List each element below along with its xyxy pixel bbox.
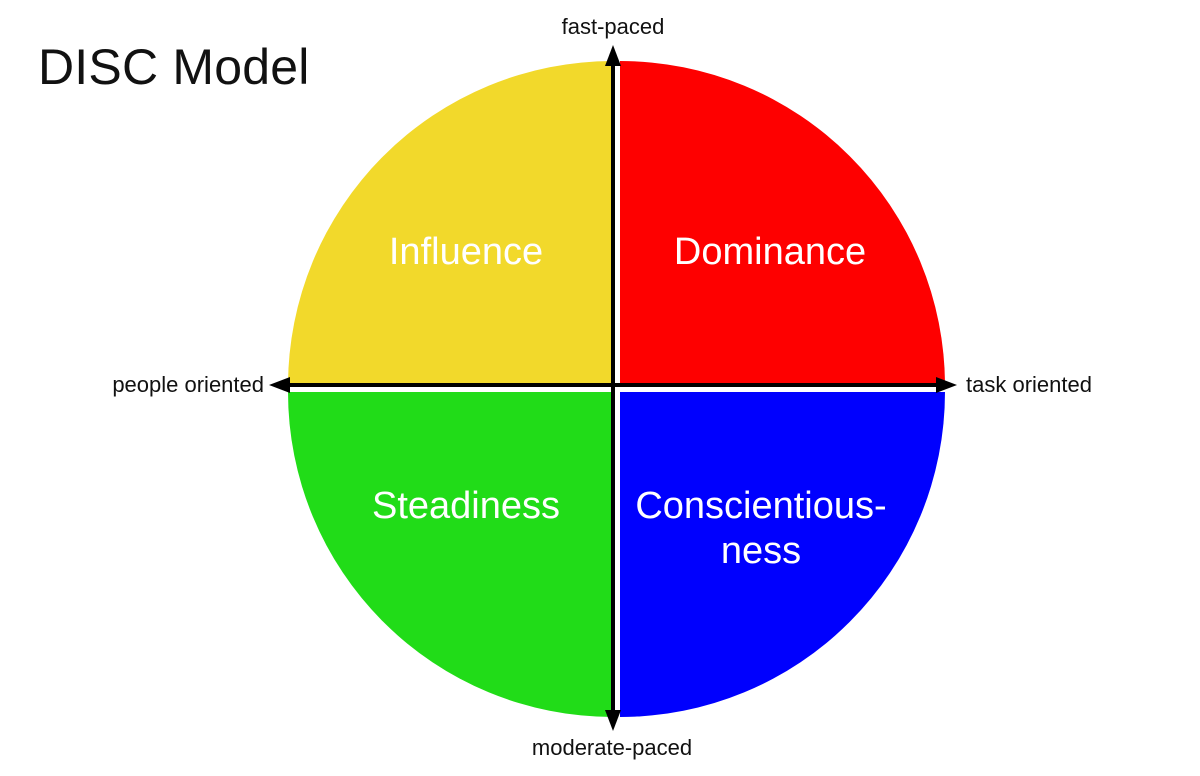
quadrant-influence-fill: [288, 61, 613, 386]
axis-label-fast-paced: fast-paced: [561, 14, 665, 39]
quadrant-dominance[interactable]: [620, 61, 945, 386]
quadrant-steadiness[interactable]: [288, 392, 613, 717]
quadrant-conscientiousness-fill: [620, 392, 945, 717]
page-title: DISC Model: [38, 39, 310, 95]
quadrant-dominance-fill: [620, 61, 945, 386]
axis-label-people-oriented: people oriented: [112, 372, 264, 397]
axis-label-moderate-paced: moderate-paced: [531, 735, 693, 760]
arrow-left-icon: [269, 377, 290, 393]
quadrant-conscientiousness[interactable]: [620, 392, 945, 717]
axis-label-task-oriented: task oriented: [966, 372, 1092, 397]
quadrant-steadiness-fill: [288, 392, 613, 717]
quadrant-influence[interactable]: [288, 61, 613, 386]
